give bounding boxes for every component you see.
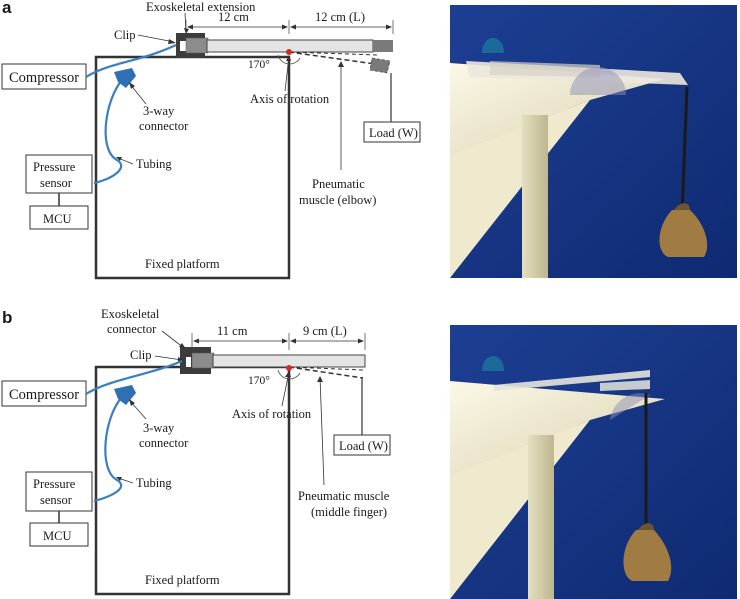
clip-label: Clip (114, 28, 136, 42)
connector-label-1: 3-way (143, 104, 175, 118)
mcu-label: MCU (43, 212, 71, 226)
connector-label-1: 3-way (143, 421, 175, 435)
load-label: Load (W) (339, 439, 388, 453)
length-lower-label: 12 cm (L) (315, 10, 365, 24)
panel-letter-a: a (2, 0, 12, 17)
clip-label: Clip (130, 348, 152, 362)
exoskeletal-connector-label-1: Exoskeletal (101, 307, 160, 321)
load-box (363, 121, 421, 143)
length-lower-label: 9 cm (L) (303, 324, 347, 338)
load-label: Load (W) (369, 126, 418, 140)
connector-label-2: connector (139, 436, 189, 450)
mcu-label: MCU (43, 529, 71, 543)
axis-label: Axis of rotation (232, 407, 312, 421)
mcu-box (29, 205, 89, 230)
axis-dot (286, 365, 292, 371)
compressor-box (1, 63, 87, 90)
load-box (333, 434, 391, 456)
panel-b: b Fixed platform 170° 11 cm 9 cm (L) Exo… (0, 305, 740, 599)
mcu-box (29, 522, 89, 547)
angle-label: 170° (248, 59, 270, 71)
tubing-label: Tubing (136, 157, 172, 171)
length-upper-label: 12 cm (218, 10, 249, 24)
diagram-a: Fixed platform 170° 12 cm 12 cm (L) Exos… (1, 0, 421, 280)
muscle-label-2: muscle (elbow) (299, 193, 376, 207)
panel-a: a Fixed platform 170° 12 cm 12 cm (L) (0, 0, 740, 290)
axis-label: Axis of rotation (250, 92, 330, 106)
tubing (85, 44, 177, 78)
pressure-label-2: sensor (40, 493, 73, 507)
connector-label-2: connector (139, 119, 189, 133)
platform-label: Fixed platform (145, 573, 220, 587)
pressure-label-1: Pressure (33, 160, 76, 174)
pressure-label-2: sensor (40, 176, 73, 190)
extension-tip (373, 40, 393, 52)
panel-letter-b: b (2, 308, 13, 327)
diagram-b: Fixed platform 170° 11 cm 9 cm (L) Exosk… (1, 307, 391, 596)
fixed-platform (94, 55, 291, 280)
tubing-label: Tubing (136, 476, 172, 490)
muscle-label-1: Pneumatic (312, 177, 365, 191)
compressor-label: Compressor (9, 70, 79, 86)
tubing (85, 359, 183, 395)
axis-dot (286, 49, 292, 55)
length-upper-label: 11 cm (217, 324, 248, 338)
pressure-sensor-box (25, 471, 93, 512)
muscle-label-2: (middle finger) (311, 505, 387, 519)
photo-b (450, 325, 737, 599)
compressor-box (1, 380, 87, 407)
three-way-connector (114, 68, 136, 88)
compressor-label: Compressor (9, 387, 79, 403)
exoskeletal-connector-label-2: connector (107, 322, 157, 336)
platform-label: Fixed platform (145, 257, 220, 271)
three-way-connector (114, 385, 136, 405)
angle-label: 170° (248, 375, 270, 387)
muscle-label-1: Pneumatic muscle (298, 489, 390, 503)
pressure-label-1: Pressure (33, 477, 76, 491)
photo-a (450, 5, 737, 278)
exoskeletal-extension-label: Exoskeletal extension (146, 0, 256, 14)
